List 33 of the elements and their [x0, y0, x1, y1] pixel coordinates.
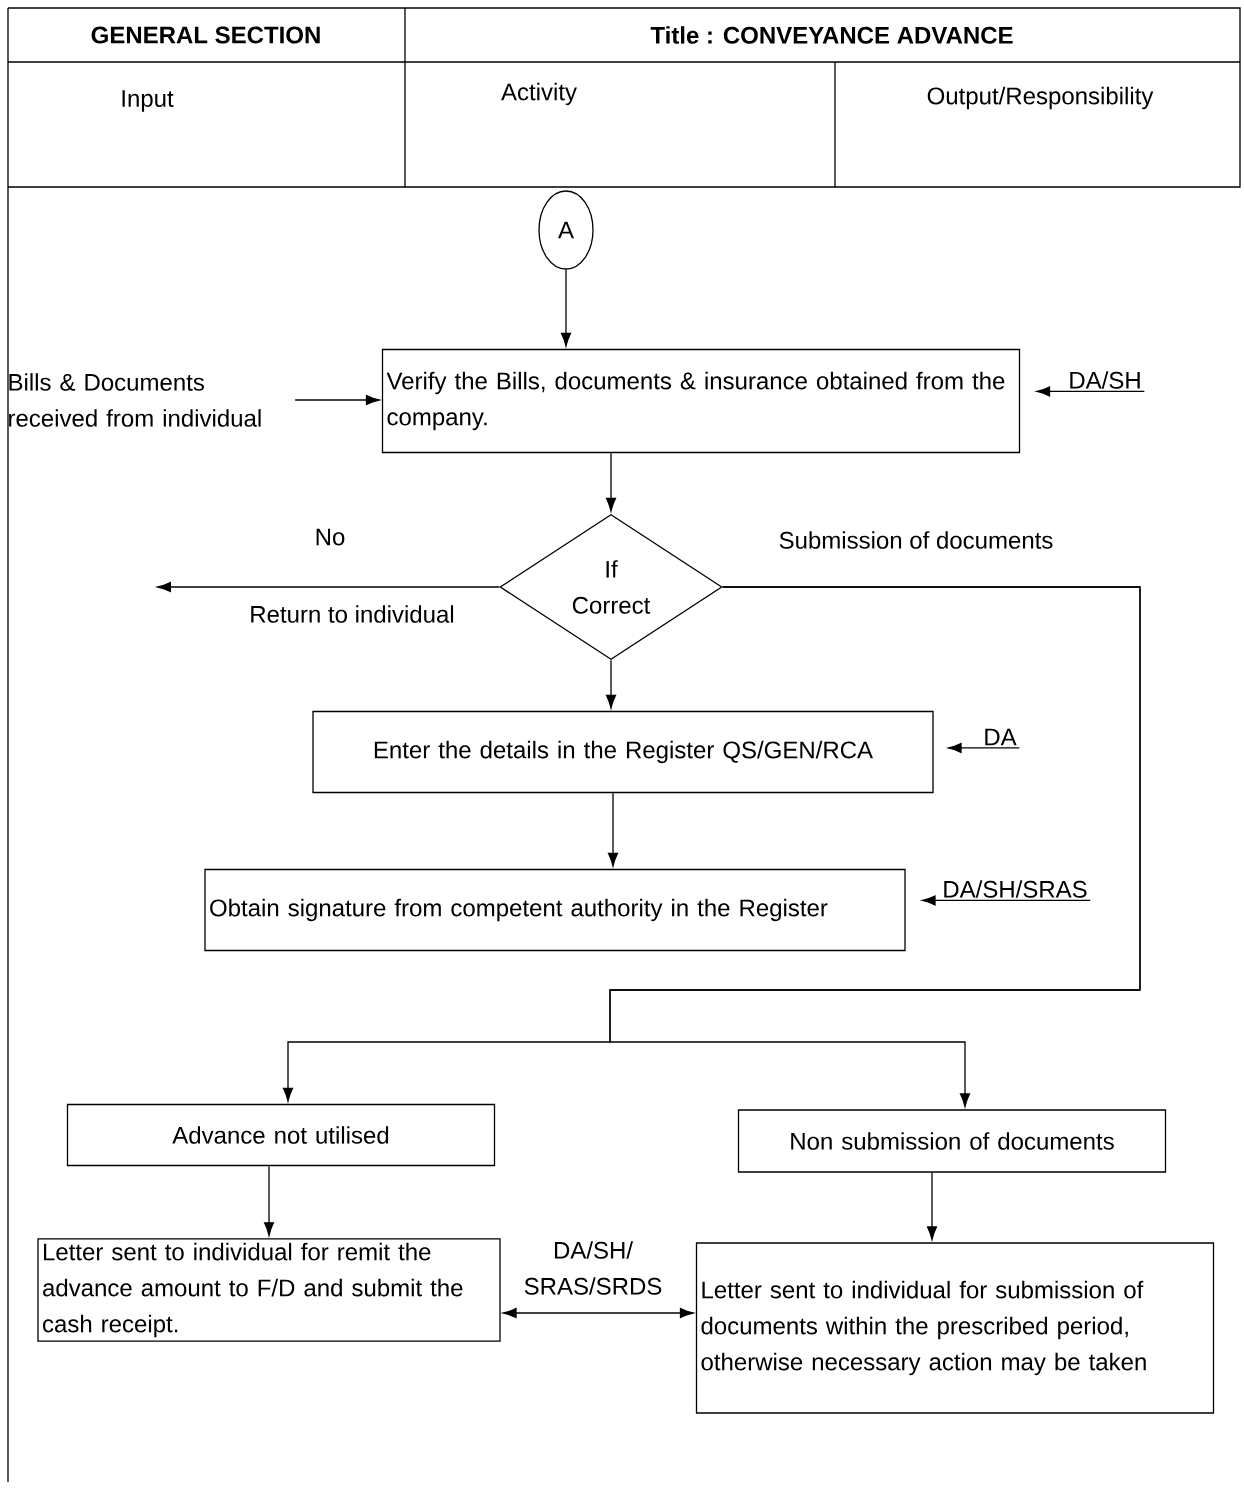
- header-cell: GENERAL SECTION: [91, 26, 320, 44]
- process-box: Obtain signature from competent authority in the Register: [204, 868, 906, 952]
- process-box: Letter sent to individual for remit the advance amount to F/D and submit the cash receipt.: [37, 1238, 501, 1342]
- process-box: Verify the Bills, documents & insurance obtained from the company.: [381, 348, 1021, 454]
- arrow: [609, 586, 1141, 1108]
- arrow: [502, 1307, 694, 1319]
- arrow: [1036, 386, 1145, 397]
- process-box: Letter sent to individual for submission of documents within the prescribed period, otherwise necessary action may be taken: [695, 1242, 1215, 1414]
- responsibility-text: DA/SH/SRAS: [944, 880, 1087, 898]
- edge-label: DA/SH/ SRAS/SRDS: [516, 1239, 670, 1297]
- process-box: Enter the details in the Register QS/GEN/RCA: [312, 710, 934, 794]
- column-heading: Input: [122, 90, 174, 112]
- arrow: [926, 1172, 938, 1241]
- arrow: [607, 792, 619, 867]
- column-heading: Output/Responsibility: [927, 86, 1154, 110]
- arrow: [294, 394, 380, 406]
- arrow: [560, 269, 572, 347]
- process-box: Non submission of documents: [737, 1109, 1167, 1173]
- arrow: [605, 659, 617, 709]
- edge-label: Submission of documents: [776, 529, 1056, 551]
- branch-label: No: [316, 528, 345, 546]
- title-cell: Title : CONVEYANCE ADVANCE: [650, 26, 1013, 44]
- responsibility-text: DA: [985, 728, 1017, 746]
- arrow: [157, 581, 500, 593]
- responsibility-text: DA/SH: [1070, 371, 1140, 389]
- arrow: [947, 742, 1020, 753]
- arrow: [605, 452, 617, 512]
- arrow: [263, 1165, 275, 1236]
- input-text: Bills & Documents received from individual: [9, 373, 261, 427]
- edge-label: Return to individual: [247, 603, 457, 625]
- arrow: [921, 895, 1091, 906]
- column-heading: Activity: [501, 82, 577, 106]
- process-box: Advance not utilised: [66, 1103, 496, 1167]
